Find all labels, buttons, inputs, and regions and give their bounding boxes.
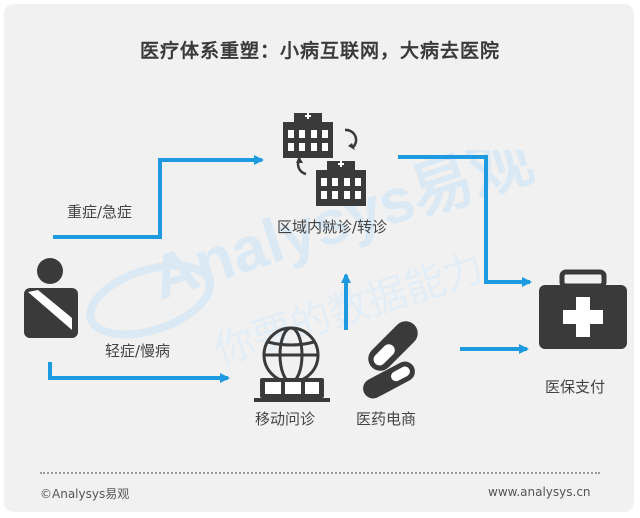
diagram-frame	[4, 4, 634, 512]
label-severe: 重症/急症	[67, 203, 133, 221]
arrow-regional-to-payment	[398, 155, 532, 287]
arrow-severe-to-regional	[53, 155, 264, 239]
footer-copyright: ©Analysys易观	[40, 487, 130, 501]
label-pharma-ecommerce: 医药电商	[356, 410, 417, 428]
diagram-title: 医疗体系重塑：小病互联网，大病去医院	[139, 40, 500, 62]
arrow-mild-to-mobile	[48, 362, 230, 383]
footer-divider	[40, 472, 600, 474]
label-mobile-consult: 移动问诊	[255, 410, 316, 428]
label-mild: 轻症/慢病	[105, 342, 171, 360]
label-regional-care: 区域内就诊/转诊	[277, 218, 388, 236]
label-insurance-payment: 医保支付	[545, 378, 606, 396]
footer-url: www.analysys.cn	[488, 485, 591, 499]
